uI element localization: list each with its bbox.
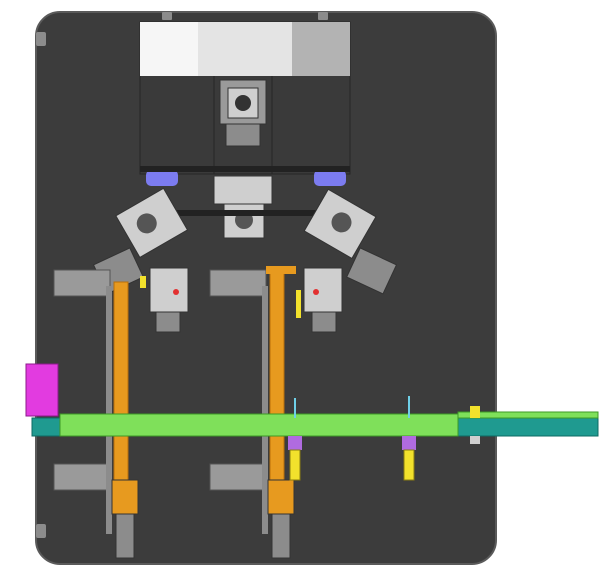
right-gripper-sensor-icon [313, 289, 319, 295]
right-swing-arm [303, 188, 398, 333]
gearbox [225, 123, 261, 147]
plate-bolt-bottom-left [36, 524, 46, 538]
drive-bracket-upper [213, 175, 273, 205]
left-gripper-sensor-icon [173, 289, 179, 295]
drive-crossbar [160, 210, 330, 216]
conveyor-belt [59, 413, 459, 437]
feed-block [25, 363, 59, 417]
sensor-right-body [402, 436, 416, 450]
rail-left-carriage [111, 479, 139, 515]
conveyor-end-foot [470, 436, 480, 444]
right-arm-joint-icon [331, 212, 352, 233]
rail-right-carriage [267, 479, 295, 515]
conveyor-extension [457, 411, 599, 419]
left-gripper-tip [155, 311, 181, 333]
side-clamps [53, 269, 267, 491]
clamp-lower-left [53, 463, 111, 491]
plate-bolt-top-left [36, 32, 46, 46]
rail-right [269, 267, 285, 503]
panel-right [292, 22, 350, 76]
sensor-left-probe [289, 449, 301, 481]
sensor-left-body [288, 436, 302, 450]
central-drive [160, 175, 330, 239]
motor-shaft-icon [235, 95, 251, 111]
conveyor-end-bracket [470, 406, 480, 418]
roller-left [146, 170, 178, 186]
right-gripper-tip [311, 311, 337, 333]
rail-left [113, 281, 129, 503]
left-gripper-accent [140, 276, 146, 288]
right-gripper [303, 267, 343, 313]
plate-bolt-top-right [318, 12, 328, 20]
right-arm-link [346, 247, 398, 295]
cross-beam [140, 166, 350, 172]
conveyor [25, 363, 599, 444]
clamp-upper-left [53, 269, 111, 297]
rail-right-top [266, 266, 296, 274]
rail-left-track [106, 286, 112, 534]
left-gripper [149, 267, 189, 313]
sensors [288, 396, 416, 481]
panel-left [140, 22, 198, 76]
panel-center [198, 22, 292, 76]
clamp-upper-mid [209, 269, 267, 297]
plate-bolt-top-mid [162, 12, 172, 20]
rail-right-marker [296, 290, 301, 318]
clamp-lower-mid [209, 463, 267, 491]
left-arm-joint-icon [136, 213, 157, 234]
sensor-right-probe [403, 449, 415, 481]
roller-right [314, 170, 346, 186]
rail-right-track [262, 286, 268, 534]
rail-right-foot [271, 513, 291, 559]
rail-left-foot [115, 513, 135, 559]
guide-rails [106, 266, 301, 559]
top-motor-assembly [139, 21, 351, 186]
